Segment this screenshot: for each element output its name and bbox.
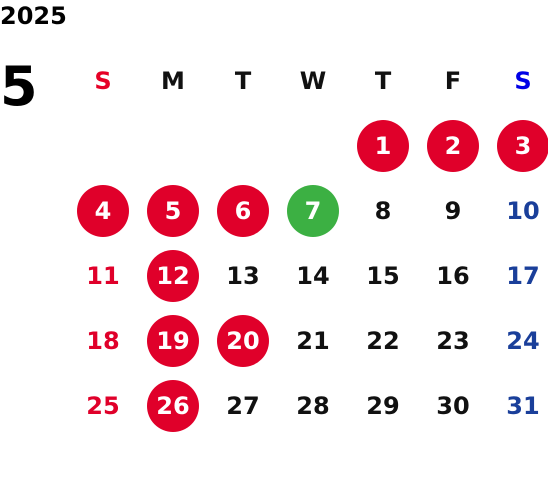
weekday-header-sun: S bbox=[94, 66, 112, 95]
day-number: 17 bbox=[506, 261, 540, 290]
empty-cell bbox=[278, 113, 348, 178]
day-cell: 28 bbox=[278, 373, 348, 438]
day-number: 1 bbox=[357, 119, 409, 172]
day-number: 22 bbox=[366, 326, 400, 355]
day-cell: 1 bbox=[348, 113, 418, 178]
day-number: 20 bbox=[217, 314, 269, 367]
day-cell: 6 bbox=[208, 178, 278, 243]
weekday-header-wed: W bbox=[299, 66, 327, 95]
day-cell: 14 bbox=[278, 243, 348, 308]
day-number: 26 bbox=[147, 379, 199, 432]
day-number: 28 bbox=[296, 391, 330, 420]
day-number: 14 bbox=[296, 261, 330, 290]
weekday-header-sat: S bbox=[514, 66, 532, 95]
day-number: 13 bbox=[226, 261, 260, 290]
day-number: 19 bbox=[147, 314, 199, 367]
day-number: 24 bbox=[506, 326, 540, 355]
day-number: 10 bbox=[506, 196, 540, 225]
day-cell: 21 bbox=[278, 308, 348, 373]
day-number: 29 bbox=[366, 391, 400, 420]
day-cell: 24 bbox=[488, 308, 548, 373]
day-number: 7 bbox=[287, 184, 339, 237]
day-number: 21 bbox=[296, 326, 330, 355]
day-cell: 22 bbox=[348, 308, 418, 373]
day-cell: 23 bbox=[418, 308, 488, 373]
empty-cell bbox=[208, 113, 278, 178]
day-number: 25 bbox=[86, 391, 120, 420]
day-cell: 3 bbox=[488, 113, 548, 178]
day-cell: 18 bbox=[68, 308, 138, 373]
weekday-header-tue: T bbox=[234, 66, 252, 95]
day-cell: 19 bbox=[138, 308, 208, 373]
day-number: 6 bbox=[217, 184, 269, 237]
day-cell: 30 bbox=[418, 373, 488, 438]
day-number: 8 bbox=[374, 196, 392, 225]
day-number: 3 bbox=[497, 119, 548, 172]
day-cell: 5 bbox=[138, 178, 208, 243]
day-number: 31 bbox=[506, 391, 540, 420]
weekday-header-fri: F bbox=[444, 66, 462, 95]
weekday-header-mon: M bbox=[161, 66, 185, 95]
day-number: 30 bbox=[436, 391, 470, 420]
day-number: 4 bbox=[77, 184, 129, 237]
day-cell: 26 bbox=[138, 373, 208, 438]
day-cell: 9 bbox=[418, 178, 488, 243]
year-label: 2025 bbox=[0, 2, 67, 30]
day-number: 23 bbox=[436, 326, 470, 355]
day-cell: 29 bbox=[348, 373, 418, 438]
day-cell: 13 bbox=[208, 243, 278, 308]
day-cell: 10 bbox=[488, 178, 548, 243]
day-cell: 31 bbox=[488, 373, 548, 438]
day-cell: 11 bbox=[68, 243, 138, 308]
day-cell: 12 bbox=[138, 243, 208, 308]
day-cell: 20 bbox=[208, 308, 278, 373]
day-number: 5 bbox=[147, 184, 199, 237]
month-label: 5 bbox=[0, 55, 38, 118]
day-number: 11 bbox=[86, 261, 120, 290]
day-number: 27 bbox=[226, 391, 260, 420]
empty-cell bbox=[138, 113, 208, 178]
day-number: 15 bbox=[366, 261, 400, 290]
day-cell: 4 bbox=[68, 178, 138, 243]
day-number: 16 bbox=[436, 261, 470, 290]
weekday-header-thu: T bbox=[374, 66, 392, 95]
day-cell: 7 bbox=[278, 178, 348, 243]
day-number: 2 bbox=[427, 119, 479, 172]
day-cell: 2 bbox=[418, 113, 488, 178]
day-cell: 17 bbox=[488, 243, 548, 308]
day-cell: 25 bbox=[68, 373, 138, 438]
day-number: 9 bbox=[444, 196, 462, 225]
day-cell: 15 bbox=[348, 243, 418, 308]
day-cell: 27 bbox=[208, 373, 278, 438]
day-cell: 16 bbox=[418, 243, 488, 308]
empty-cell bbox=[68, 113, 138, 178]
day-number: 18 bbox=[86, 326, 120, 355]
day-cell: 8 bbox=[348, 178, 418, 243]
day-number: 12 bbox=[147, 249, 199, 302]
